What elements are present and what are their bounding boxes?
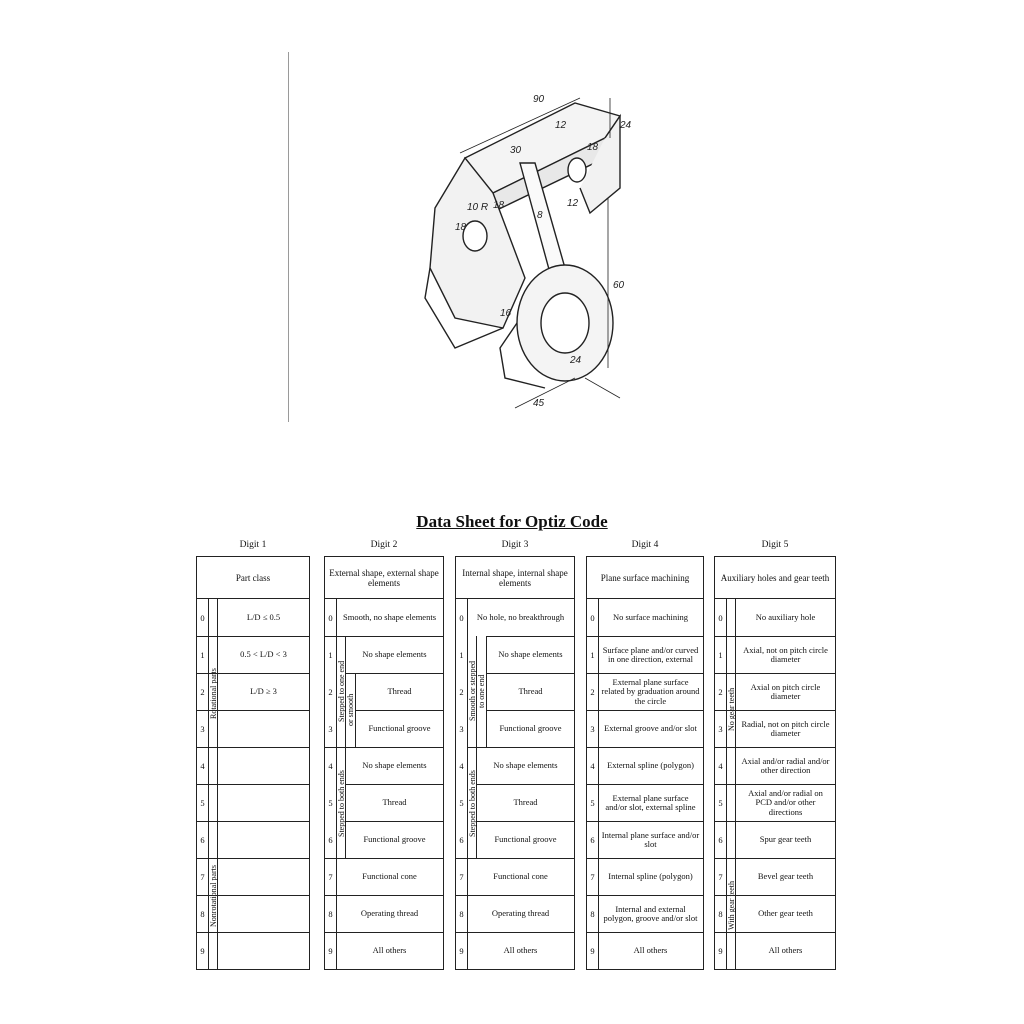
digit2-row-7: 7 Functional cone <box>325 858 443 895</box>
sheet-title: Data Sheet for Optiz Code <box>416 512 608 531</box>
digit2-row-5: 5 Thread <box>328 784 443 821</box>
dim-18-hole: 18 <box>455 222 467 233</box>
digit2-row-6: 6 Functional groove <box>328 821 443 858</box>
digit4-row-6: 6 Internal plane surface and/or slot <box>587 821 703 858</box>
dim-8: 8 <box>537 210 543 221</box>
digit3-row-1: 1 No shape elements <box>459 636 574 673</box>
digit1-frame: Part class Rotational parts Nonrotationa… <box>196 556 310 970</box>
digit4-row-3: 3 External groove and/or slot <box>587 710 703 747</box>
digit4-row-9: 9 All others <box>587 932 703 969</box>
digit2-row-0: 0 Smooth, no shape elements <box>325 599 443 636</box>
digit4-frame: Plane surface machining 0 No surface mac… <box>586 556 704 970</box>
digit3-group-one-end-sub: to one end <box>477 636 487 747</box>
digit1-column: Digit 1 Part class Rotational parts Nonr… <box>196 540 310 970</box>
digit4-column: Digit 4 Plane surface machining 0 No sur… <box>586 540 704 970</box>
digit1-row-0: 0 L/D ≤ 0.5 <box>197 599 309 636</box>
digit5-frame: Auxiliary holes and gear teeth No gear t… <box>714 556 836 970</box>
dim-12-right: 12 <box>567 198 579 209</box>
dim-10r: 10 R <box>467 202 488 213</box>
digit1-row-3: 3 <box>197 710 309 747</box>
digit1-row-9: 9 <box>197 932 309 969</box>
digit1-row-7: 7 <box>197 858 309 895</box>
digit2-row-9: 9 All others <box>325 932 443 969</box>
digit5-row-4: 4 Axial and/or radial and/or other direc… <box>715 747 835 784</box>
digit1-label: Digit 1 <box>239 540 267 550</box>
dim-12: 12 <box>555 120 567 131</box>
digit4-header: Plane surface machining <box>587 557 703 599</box>
digit4-row-5: 5 External plane surface and/or slot, ex… <box>587 784 703 821</box>
digit3-group-one-end: Smooth or stepped <box>467 636 477 747</box>
dim-16: 16 <box>500 308 512 319</box>
digit2-row-1: 1 No shape elements <box>325 636 443 673</box>
digit4-row-0: 0 No surface machining <box>587 599 703 636</box>
digit5-row-7: 7 Bevel gear teeth <box>715 858 835 895</box>
digit1-row-5: 5 <box>197 784 309 821</box>
digit3-row-2: 2 Thread <box>459 673 574 710</box>
dim-45: 45 <box>533 398 545 409</box>
digit3-row-7: 7 Functional cone <box>456 858 574 895</box>
digit3-group-both-ends: Stepped to both ends <box>467 747 477 858</box>
digit5-row-2: 2 Axial on pitch circle diameter <box>715 673 835 710</box>
dim-18-top: 18 <box>587 142 599 153</box>
digit2-row-3: 3 Functional groove <box>328 710 443 747</box>
digit5-row-3: 3 Radial, not on pitch circle diameter <box>715 710 835 747</box>
digit5-row-5: 5 Axial and/or radial on PCD and/or othe… <box>715 784 835 821</box>
digit2-frame: External shape, external shape elements … <box>324 556 444 970</box>
digit1-row-1: 1 0.5 < L/D < 3 <box>197 636 309 673</box>
digit3-row-3: 3 Functional groove <box>459 710 574 747</box>
digit1-row-6: 6 <box>197 821 309 858</box>
digit4-row-7: 7 Internal spline (polygon) <box>587 858 703 895</box>
digit3-row-5: 5 Thread <box>459 784 574 821</box>
digit5-row-8: 8 Other gear teeth <box>715 895 835 932</box>
digit3-frame: Internal shape, internal shape elements … <box>455 556 575 970</box>
dim-24: 24 <box>619 120 632 131</box>
digit3-header: Internal shape, internal shape elements <box>456 557 574 599</box>
digit3-row-0: 0 No hole, no breakthrough <box>456 599 574 636</box>
digit5-row-0: 0 No auxiliary hole <box>715 599 835 636</box>
digit2-row-2: 2 Thread <box>328 673 443 710</box>
digit3-column: Digit 3 Internal shape, internal shape e… <box>455 540 575 970</box>
digit3-row-4: 4 No shape elements <box>459 747 574 784</box>
digit5-row-1: 1 Axial, not on pitch circle diameter <box>715 636 835 673</box>
dim-30: 30 <box>510 145 522 156</box>
digit2-column: Digit 2 External shape, external shape e… <box>324 540 444 970</box>
dim-24-bore: 24 <box>569 355 582 366</box>
digit1-row-4: 4 <box>197 747 309 784</box>
digit5-row-6: 6 Spur gear teeth <box>715 821 835 858</box>
digit1-header: Part class <box>197 557 309 599</box>
digit3-row-8: 8 Operating thread <box>456 895 574 932</box>
digit4-row-4: 4 External spline (polygon) <box>587 747 703 784</box>
dim-60: 60 <box>613 280 625 291</box>
isometric-part-drawing: 90 12 24 30 18 12 8 18 10 R 18 60 16 24 … <box>424 94 632 409</box>
digit5-label: Digit 5 <box>761 540 789 550</box>
digit1-row-8: 8 <box>197 895 309 932</box>
digit2-header: External shape, external shape elements <box>325 557 443 599</box>
digit2-group-one-end-sub: or smooth <box>346 673 356 747</box>
digit3-label: Digit 3 <box>501 540 529 550</box>
digit1-row-2: 2 L/D ≥ 3 <box>197 673 309 710</box>
digit3-row-6: 6 Functional groove <box>459 821 574 858</box>
digit3-row-9: 9 All others <box>456 932 574 969</box>
digit4-row-2: 2 External plane surface related by grad… <box>587 673 703 710</box>
digit5-header: Auxiliary holes and gear teeth <box>715 557 835 599</box>
digit2-row-8: 8 Operating thread <box>325 895 443 932</box>
dim-90: 90 <box>533 94 545 105</box>
digit4-row-1: 1 Surface plane and/or curved in one dir… <box>587 636 703 673</box>
digit5-row-9: 9 All others <box>715 932 835 969</box>
divider-line <box>288 52 289 422</box>
digit4-label: Digit 4 <box>631 540 659 550</box>
digit5-column: Digit 5 Auxiliary holes and gear teeth N… <box>714 540 836 970</box>
dim-18-left: 18 <box>493 200 505 211</box>
digit2-row-4: 4 No shape elements <box>325 747 443 784</box>
digit4-row-8: 8 Internal and external polygon, groove … <box>587 895 703 932</box>
digit2-label: Digit 2 <box>370 540 398 550</box>
